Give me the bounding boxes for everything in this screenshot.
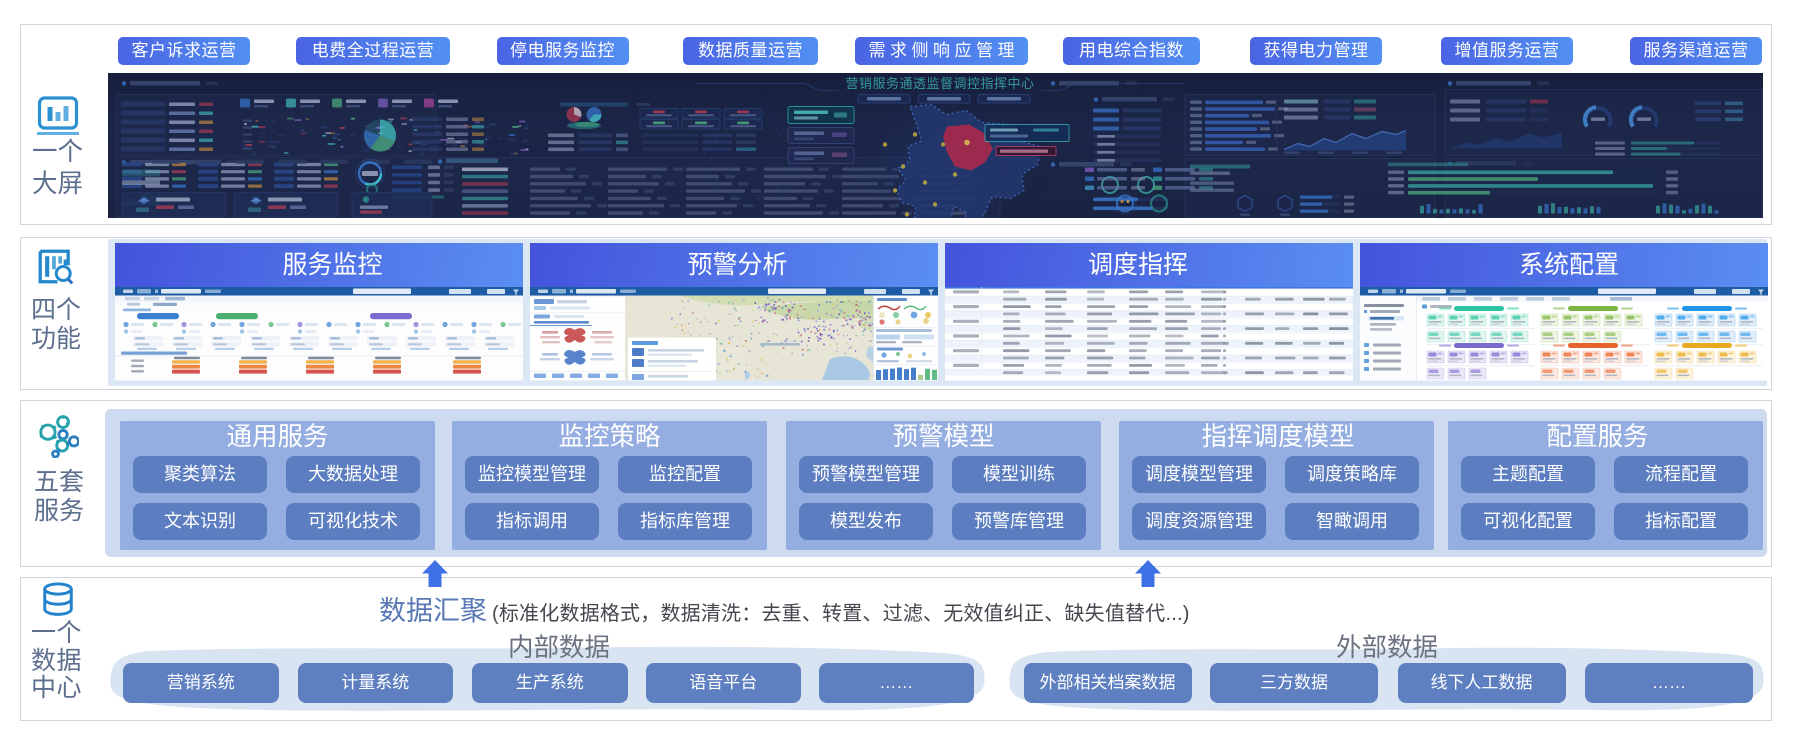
svg-text:营销服务通透监督调控指挥中心: 营销服务通透监督调控指挥中心 xyxy=(845,76,1034,91)
